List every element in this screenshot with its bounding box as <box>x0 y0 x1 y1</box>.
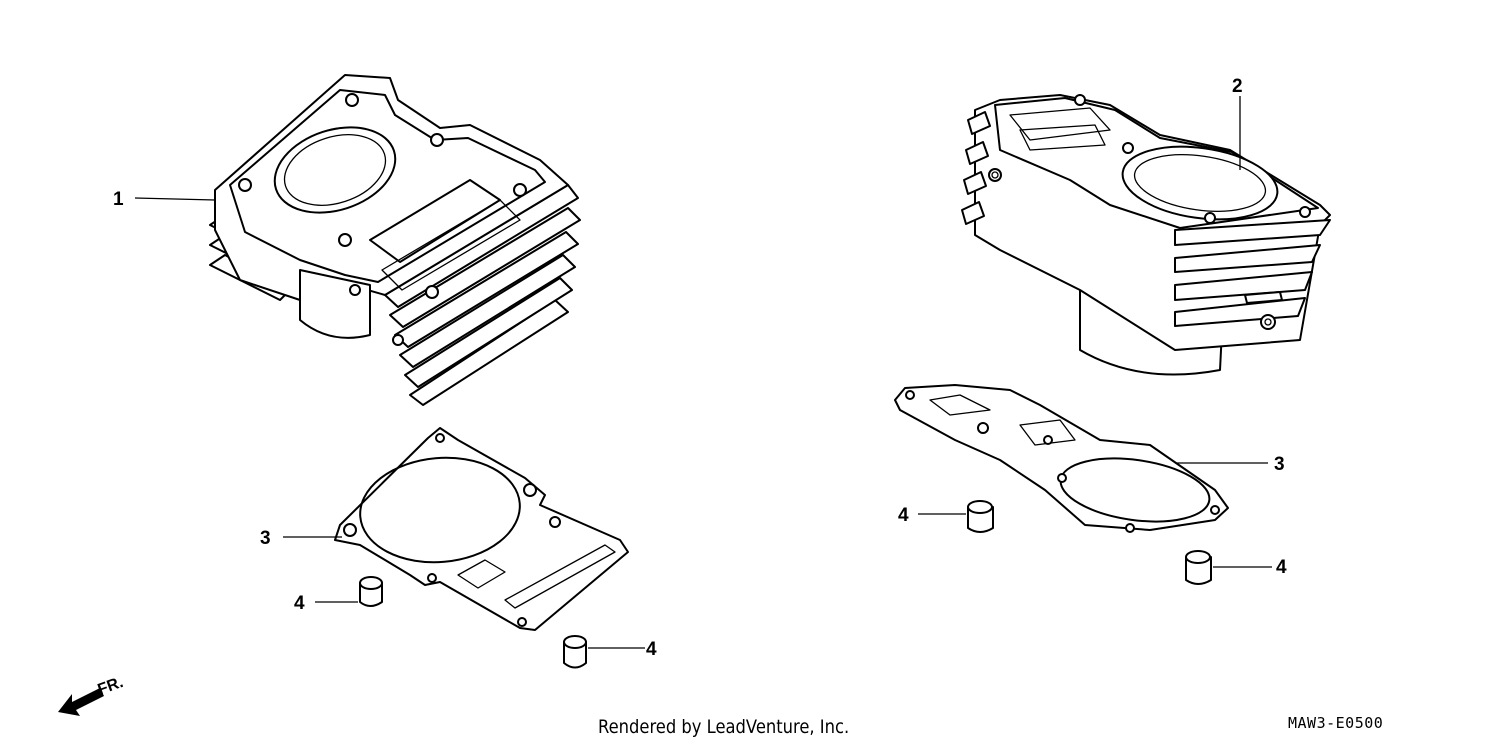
callout-3-left: 3 <box>260 528 271 549</box>
dowel-pin-left-upper[interactable] <box>359 576 383 607</box>
dowel-pin-left-lower[interactable] <box>563 635 587 669</box>
front-direction-arrow-icon: FR. <box>58 674 126 716</box>
callout-4-left-upper: 4 <box>294 593 305 614</box>
callout-4-right-lower: 4 <box>1276 557 1287 578</box>
dowel-pin-right-lower[interactable] <box>1185 550 1212 585</box>
diagram-code: MAW3-E0500 <box>1288 714 1384 732</box>
front-cylinder-part-1[interactable] <box>209 74 581 406</box>
callout-4-right-left: 4 <box>898 505 909 526</box>
callout-3-right: 3 <box>1274 454 1285 475</box>
callout-4-left-lower: 4 <box>646 639 657 660</box>
rear-cylinder-part-2[interactable] <box>961 94 1331 376</box>
dowel-pin-right-left[interactable] <box>967 500 994 533</box>
left-base-gasket-part-3[interactable] <box>334 427 629 631</box>
right-base-gasket-part-3[interactable] <box>894 384 1229 533</box>
callout-1: 1 <box>113 189 124 210</box>
callout-2: 2 <box>1232 76 1243 97</box>
direction-label: FR. <box>96 674 126 699</box>
rendered-by-credit: Rendered by LeadVenture, Inc. <box>598 716 850 738</box>
